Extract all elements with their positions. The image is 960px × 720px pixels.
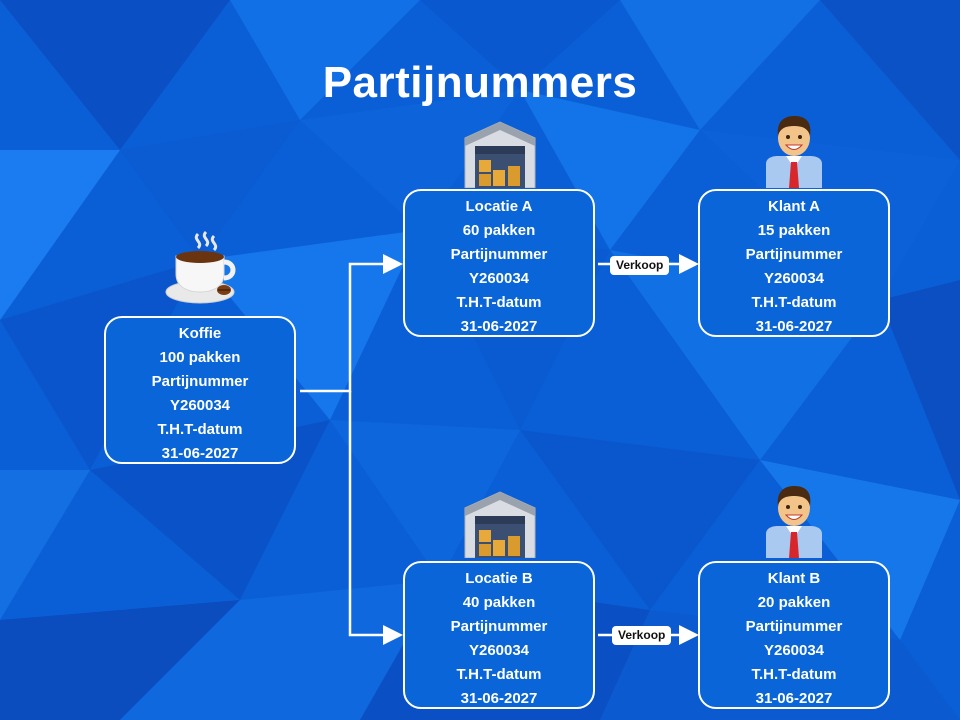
node-locatie-a-quantity: 60 pakken <box>462 222 536 239</box>
node-koffie-quantity: 100 pakken <box>159 349 241 366</box>
node-klant-b-tht-label: T.H.T-datum <box>751 666 837 683</box>
node-klant-b-name: Klant B <box>767 570 821 587</box>
node-locatie-b: Locatie B 40 pakken Partijnummer Y260034… <box>403 561 595 709</box>
node-koffie-batch-number: Y260034 <box>169 397 231 414</box>
node-klant-b-quantity: 20 pakken <box>757 594 831 611</box>
node-locatie-a-tht-label: T.H.T-datum <box>456 294 542 311</box>
diagram-title: Partijnummers <box>322 58 638 107</box>
edge-koffie-to-locatie-b <box>348 391 403 645</box>
customer-icon <box>766 486 822 558</box>
node-locatie-a-name: Locatie A <box>465 198 533 215</box>
warehouse-icon <box>464 121 536 188</box>
node-klant-a-batch-label: Partijnummer <box>745 246 843 263</box>
node-locatie-b-tht-date: 31-06-2027 <box>460 690 538 707</box>
node-klant-b-batch-label: Partijnummer <box>745 618 843 635</box>
edge-label-verkoop-a: Verkoop <box>610 256 670 275</box>
node-koffie-batch-label: Partijnummer <box>151 373 249 390</box>
node-locatie-b-tht-label: T.H.T-datum <box>456 666 542 683</box>
node-koffie-name: Koffie <box>178 325 222 342</box>
node-locatie-b-batch-number: Y260034 <box>468 642 530 659</box>
node-klant-a: Klant A 15 pakken Partijnummer Y260034 T… <box>698 189 890 337</box>
node-klant-b: Klant B 20 pakken Partijnummer Y260034 T… <box>698 561 890 709</box>
edge-koffie-to-locatie-a <box>300 254 403 393</box>
node-locatie-b-batch-label: Partijnummer <box>450 618 548 635</box>
node-locatie-a-tht-date: 31-06-2027 <box>460 318 538 335</box>
node-locatie-a: Locatie A 60 pakken Partijnummer Y260034… <box>403 189 595 337</box>
warehouse-icon <box>464 491 536 558</box>
coffee-cup-icon <box>165 230 236 304</box>
node-klant-a-name: Klant A <box>768 198 820 215</box>
node-locatie-b-name: Locatie B <box>465 570 533 587</box>
node-koffie-tht-label: T.H.T-datum <box>157 421 243 438</box>
customer-icon <box>766 116 822 188</box>
node-koffie-tht-date: 31-06-2027 <box>161 445 239 462</box>
node-klant-b-tht-date: 31-06-2027 <box>755 690 833 707</box>
node-locatie-b-quantity: 40 pakken <box>462 594 536 611</box>
node-koffie: Koffie 100 pakken Partijnummer Y260034 T… <box>104 316 296 464</box>
node-klant-a-quantity: 15 pakken <box>757 222 831 239</box>
node-klant-b-batch-number: Y260034 <box>763 642 825 659</box>
node-klant-a-batch-number: Y260034 <box>763 270 825 287</box>
node-locatie-a-batch-number: Y260034 <box>468 270 530 287</box>
node-klant-a-tht-date: 31-06-2027 <box>755 318 833 335</box>
edge-label-verkoop-b: Verkoop <box>612 626 672 645</box>
node-klant-a-tht-label: T.H.T-datum <box>751 294 837 311</box>
node-locatie-a-batch-label: Partijnummer <box>450 246 548 263</box>
